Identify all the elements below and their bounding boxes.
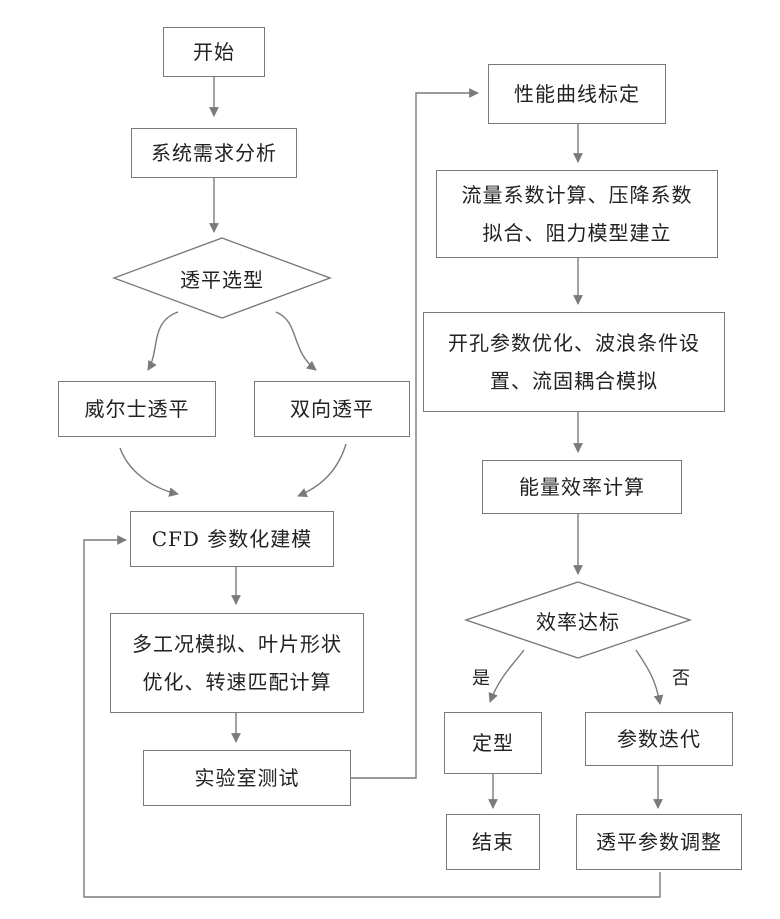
arrow-bidirectional-cfd: [298, 444, 346, 496]
finalize-node: 定型: [444, 712, 542, 774]
flow-line-2: 拟合、阻力模型建立: [462, 214, 693, 252]
arrow-selection-bidirectional: [276, 312, 316, 370]
lab-test-node: 实验室测试: [143, 750, 351, 806]
arrow-efficiency-finalize: [490, 650, 524, 702]
yes-label: 是: [472, 664, 490, 690]
no-label: 否: [672, 664, 690, 690]
orifice-line-1: 开孔参数优化、波浪条件设: [448, 324, 700, 362]
turbine-adjustment-node: 透平参数调整: [576, 814, 742, 870]
requirements-node: 系统需求分析: [131, 128, 297, 178]
end-node: 结束: [446, 814, 540, 870]
arrow-selection-wells: [148, 312, 178, 370]
arrow-adjust-cfd-loop: [84, 540, 660, 897]
start-node: 开始: [163, 27, 265, 77]
efficiency-diamond-label: 效率达标: [510, 604, 646, 636]
arrow-wells-cfd: [120, 448, 178, 494]
flow-line-1: 流量系数计算、压降系数: [462, 176, 693, 214]
selection-diamond-label: 透平选型: [150, 262, 294, 294]
calibration-node: 性能曲线标定: [488, 64, 666, 124]
orifice-line-2: 置、流固耦合模拟: [448, 362, 700, 400]
energy-efficiency-node: 能量效率计算: [482, 460, 682, 514]
orifice-optimization-node: 开孔参数优化、波浪条件设 置、流固耦合模拟: [423, 312, 725, 412]
parameter-iteration-node: 参数迭代: [585, 712, 733, 766]
wells-turbine-node: 威尔士透平: [58, 381, 216, 437]
multi-sim-line-2: 优化、转速匹配计算: [132, 663, 342, 701]
flow-coefficient-node: 流量系数计算、压降系数 拟合、阻力模型建立: [436, 170, 718, 258]
bidirectional-turbine-node: 双向透平: [254, 381, 410, 437]
multi-condition-simulation-node: 多工况模拟、叶片形状 优化、转速匹配计算: [110, 613, 364, 713]
arrow-efficiency-iterate: [636, 650, 660, 704]
multi-sim-line-1: 多工况模拟、叶片形状: [132, 625, 342, 663]
cfd-modeling-node: CFD 参数化建模: [130, 511, 334, 567]
